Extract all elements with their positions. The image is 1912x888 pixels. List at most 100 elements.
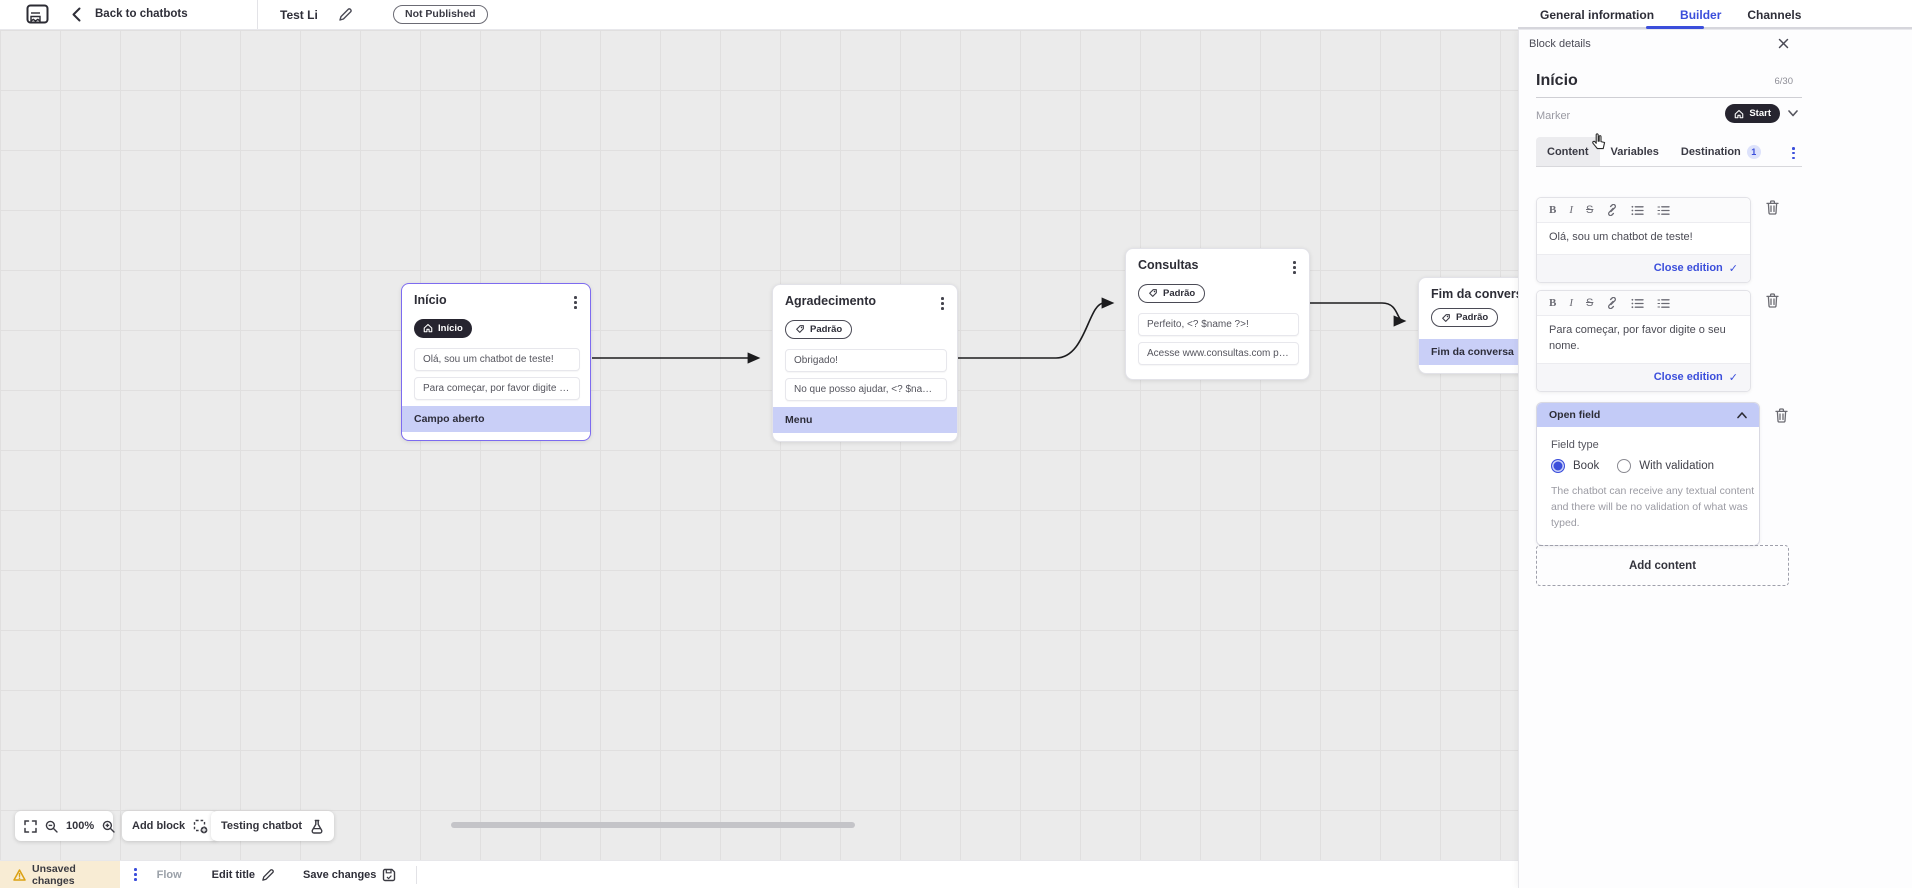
block-content-row[interactable]: Obrigado! — [785, 348, 947, 372]
editor-text[interactable]: Para começar, por favor digite o seu nom… — [1549, 324, 1726, 352]
block-menu-icon[interactable] — [569, 293, 582, 312]
strikethrough-icon[interactable]: S — [1586, 203, 1594, 216]
default-marker-pill: Padrão — [1431, 308, 1499, 327]
zoom-in-icon[interactable] — [102, 820, 115, 833]
tab-content[interactable]: Content — [1536, 137, 1600, 166]
block-menu-icon[interactable] — [936, 294, 949, 313]
editor-text[interactable]: Olá, sou um chatbot de teste! — [1549, 231, 1693, 243]
radio-selected-icon[interactable] — [1551, 459, 1565, 473]
horizontal-scrollbar[interactable] — [451, 822, 855, 828]
numbered-list-icon[interactable] — [1657, 205, 1671, 216]
zoom-out-icon[interactable] — [45, 820, 58, 833]
link-icon[interactable] — [1606, 204, 1618, 216]
content-editor-1[interactable]: B I S Olá, sou um chatbot de tes — [1536, 197, 1751, 283]
testing-chatbot-label: Testing chatbot — [221, 820, 303, 832]
editor-toolbar: B I S — [1537, 198, 1750, 223]
block-menu-icon[interactable] — [1288, 258, 1301, 277]
check-icon: ✓ — [1728, 262, 1738, 275]
fullscreen-icon[interactable] — [24, 819, 37, 833]
editor-toolbar: B I S — [1537, 291, 1750, 316]
content-editor-2[interactable]: B I S Para começar, por favor di — [1536, 290, 1751, 392]
italic-icon[interactable]: I — [1569, 296, 1574, 309]
tag-icon — [796, 325, 804, 334]
active-tab-indicator — [1646, 26, 1704, 29]
marker-label: Marker — [1536, 110, 1571, 122]
link-icon[interactable] — [1606, 297, 1618, 309]
tab-variables[interactable]: Variables — [1610, 145, 1659, 158]
bold-icon[interactable]: B — [1549, 296, 1557, 309]
add-block-label: Add block — [132, 820, 186, 832]
status-bar: Unsaved changes Flow Edit title Save cha… — [0, 860, 1518, 888]
tab-general-information[interactable]: General information — [1540, 7, 1655, 22]
home-icon — [1735, 109, 1744, 118]
status-badge: Not Published — [393, 5, 488, 24]
field-type-description: The chatbot can receive any textual cont… — [1551, 485, 1755, 529]
strikethrough-icon[interactable]: S — [1586, 296, 1594, 309]
close-icon[interactable] — [1776, 36, 1791, 51]
add-content-button[interactable]: Add content — [1536, 545, 1789, 586]
save-changes-button[interactable]: Save changes — [303, 868, 396, 882]
trash-icon[interactable] — [1766, 293, 1779, 308]
add-block-icon — [193, 819, 208, 834]
flow-block-consultas[interactable]: Consultas Padrão Perfeito, <? $name ?>! … — [1125, 248, 1310, 380]
block-content-row[interactable]: Acesse www.consultas.com par... — [1138, 341, 1299, 365]
panel-tabs-menu-icon[interactable] — [1788, 143, 1799, 163]
block-title: Fim da conversa — [1431, 287, 1530, 301]
tab-destination[interactable]: Destination 1 — [1670, 137, 1772, 166]
tab-channels[interactable]: Channels — [1747, 7, 1802, 22]
edit-title-pencil-icon[interactable] — [338, 7, 353, 22]
flask-icon — [310, 819, 324, 834]
header-divider — [257, 0, 258, 29]
tabs-underline — [1518, 27, 1912, 29]
block-title: Consultas — [1138, 258, 1199, 272]
unsaved-changes-label: Unsaved changes — [32, 862, 76, 887]
block-name-input[interactable]: Início — [1536, 72, 1578, 89]
default-marker-pill: Padrão — [785, 319, 853, 339]
bullet-list-icon[interactable] — [1631, 298, 1645, 309]
open-field-card: Open field Field type Book Wi — [1536, 402, 1760, 547]
top-bar: Back to chatbots Test Li Not Published G… — [0, 0, 1912, 30]
app-logo — [26, 4, 49, 25]
chevron-up-icon — [1737, 411, 1747, 418]
bullet-list-icon[interactable] — [1631, 205, 1645, 216]
back-to-chatbots-link[interactable]: Back to chatbots — [95, 8, 188, 20]
marker-select[interactable]: Start — [1725, 104, 1798, 123]
field-type-label: Field type — [1551, 439, 1599, 451]
radio-with-validation[interactable]: With validation — [1617, 459, 1714, 473]
warning-icon — [13, 868, 26, 881]
numbered-list-icon[interactable] — [1657, 298, 1671, 309]
flow-block-agradecimento[interactable]: Agradecimento Padrão Obrigado! No que po… — [772, 284, 958, 442]
tab-builder[interactable]: Builder — [1680, 7, 1722, 22]
block-content-row[interactable]: Olá, sou um chatbot de teste! — [414, 347, 580, 371]
zoom-level: 100% — [66, 820, 95, 832]
back-chevron-icon[interactable] — [72, 7, 81, 22]
flow-label: Flow — [156, 868, 182, 881]
trash-icon[interactable] — [1775, 408, 1788, 423]
close-edition-button[interactable]: Close edition — [1653, 262, 1723, 275]
flow-block-inicio[interactable]: Início Início Olá, sou um chatbot de tes… — [401, 283, 591, 441]
edit-title-button[interactable]: Edit title — [212, 868, 275, 882]
start-marker-pill: Início — [414, 318, 472, 338]
open-field-header[interactable]: Open field — [1537, 403, 1759, 427]
block-content-row[interactable]: Perfeito, <? $name ?>! — [1138, 312, 1299, 336]
radio-book[interactable]: Book — [1551, 459, 1599, 473]
statusbar-menu-icon[interactable] — [130, 864, 141, 884]
add-block-button[interactable]: Add block — [122, 811, 219, 841]
bold-icon[interactable]: B — [1549, 203, 1557, 216]
tag-icon — [1442, 313, 1450, 322]
pencil-icon — [262, 868, 274, 881]
close-edition-button[interactable]: Close edition — [1653, 371, 1723, 384]
char-counter: 6/30 — [1774, 76, 1794, 87]
block-content-row[interactable]: Para começar, por favor digite o ... — [414, 376, 580, 400]
trash-icon[interactable] — [1766, 200, 1779, 215]
radio-unselected-icon[interactable] — [1617, 459, 1632, 473]
italic-icon[interactable]: I — [1569, 203, 1574, 216]
chatbot-title[interactable]: Test Li — [280, 8, 318, 22]
chevron-down-icon — [1788, 110, 1798, 117]
start-pill: Start — [1725, 104, 1780, 123]
block-content-row[interactable]: No que posso ajudar, <? $name ... — [785, 377, 947, 401]
testing-chatbot-button[interactable]: Testing chatbot — [211, 811, 335, 841]
block-menu-row[interactable]: Menu — [773, 406, 957, 433]
block-field-row[interactable]: Campo aberto — [402, 405, 590, 432]
